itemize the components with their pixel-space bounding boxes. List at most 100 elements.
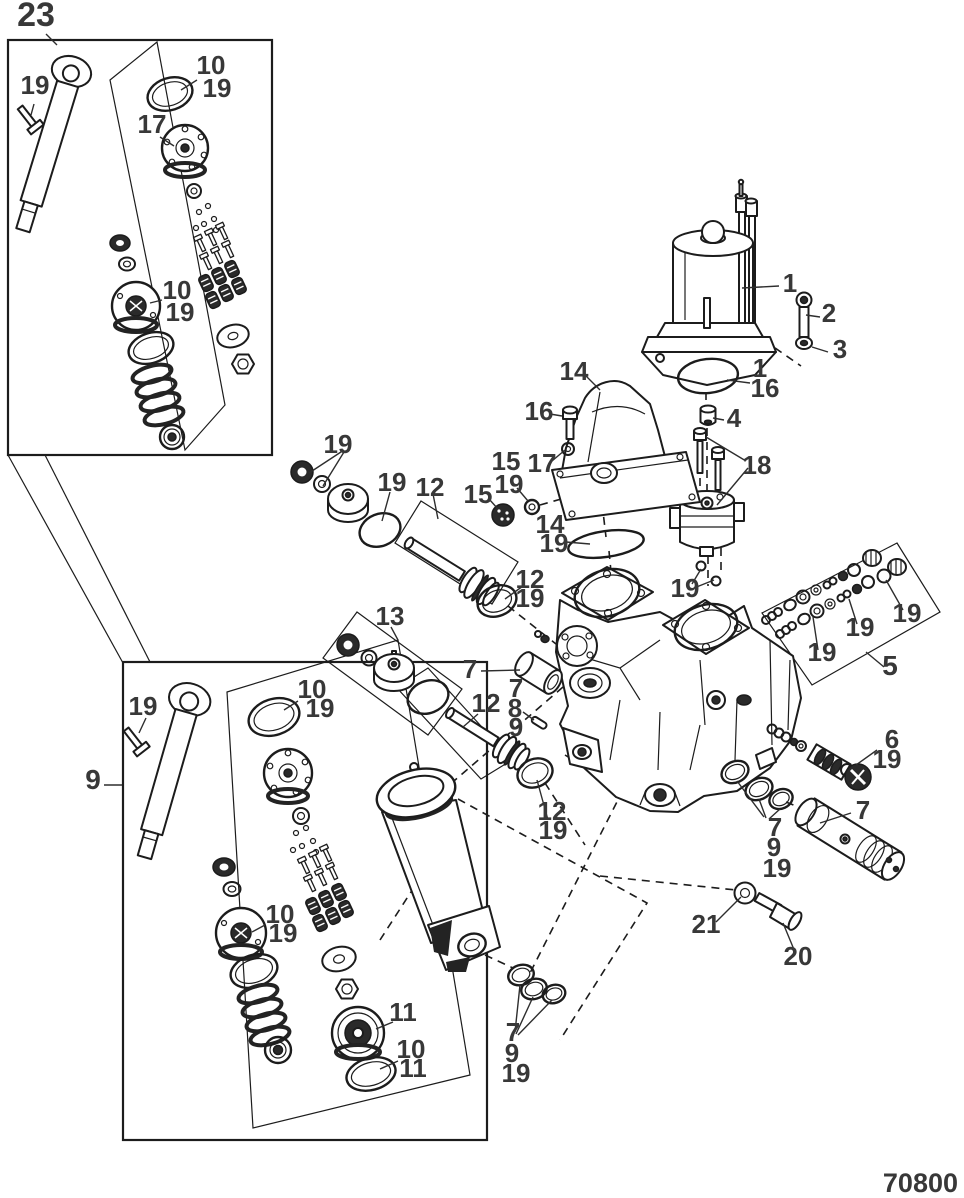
callout-1-7: 1	[783, 268, 797, 298]
callout-7-33: 7	[463, 654, 477, 684]
detail-box-23	[6, 38, 274, 457]
relief-valve-parts-5	[761, 549, 907, 639]
callout-19-23: 19	[378, 467, 407, 497]
callout-15-19: 15	[464, 479, 493, 509]
seal-19-upper	[290, 460, 314, 484]
callout-leader-lines	[30, 33, 904, 1070]
callout-19-29: 19	[846, 612, 875, 642]
pin-8-9	[530, 715, 548, 730]
washer-nut-b9	[321, 945, 359, 1000]
o-ring-10-19-b9	[247, 696, 301, 738]
detail-box-5	[761, 542, 941, 686]
callout-16-15: 16	[525, 396, 554, 426]
callout-11-56: 11	[399, 1053, 427, 1083]
reservoir-cover-14	[551, 380, 701, 521]
callout-9-58: 9	[505, 1038, 519, 1068]
spring-seat-23	[158, 423, 186, 451]
o-ring-14-19	[567, 528, 645, 560]
callout-19-18: 19	[495, 469, 524, 499]
callout-9-36: 9	[509, 712, 523, 742]
callout-4-12: 4	[727, 403, 742, 433]
cylinder-plug-7	[794, 797, 906, 881]
piston-rod-9	[136, 682, 212, 861]
piston-cap-10-23	[110, 280, 162, 334]
callout-6-40: 6	[885, 724, 899, 754]
o-rings-7-9-19-bottom	[507, 963, 567, 1005]
callout-19-28: 19	[808, 637, 837, 667]
callout-8-35: 8	[508, 693, 522, 723]
valve-springs-23	[196, 258, 249, 311]
callout-labels: 2319101917101912311641814161715191514191…	[17, 0, 921, 1088]
callout-9-48: 9	[85, 764, 101, 795]
coupler-4	[699, 404, 717, 426]
ring-19-upper	[313, 475, 331, 493]
callout-7-42: 7	[856, 795, 870, 825]
callout-1-10: 1	[753, 353, 767, 383]
piston-head-17-b9	[262, 747, 314, 805]
callout-19-1: 19	[21, 70, 50, 100]
bolt-19-top	[16, 104, 45, 136]
detail-box-12-upper	[394, 500, 519, 605]
callout-19-21: 19	[540, 528, 569, 558]
small-oring-23	[186, 183, 202, 199]
callout-9-44: 9	[767, 832, 781, 862]
spring-b9	[236, 982, 292, 1048]
o-rings-7-9-19-right	[720, 759, 794, 811]
plunger-12-lower	[445, 707, 531, 771]
callout-5-31: 5	[882, 650, 898, 681]
manifold-body	[534, 566, 802, 813]
o-ring-12-19-lower	[516, 757, 554, 789]
callout-12-38: 12	[538, 796, 567, 826]
callout-12-25: 12	[516, 564, 545, 594]
callout-7-57: 7	[506, 1017, 520, 1047]
seal-13	[336, 633, 360, 657]
o-ring-19-upper	[358, 512, 402, 548]
manual-release-valve-6	[766, 723, 872, 791]
callout-16-11: 16	[751, 373, 780, 403]
callout-19-30: 19	[893, 598, 922, 628]
callout-7-34: 7	[509, 673, 523, 703]
callout-15-17: 15	[492, 446, 521, 476]
spring-23	[130, 362, 186, 428]
end-cap-11	[330, 1005, 386, 1061]
piston-head-17-top	[160, 123, 210, 179]
callout-17-16: 17	[528, 448, 557, 478]
callout-13-32: 13	[376, 601, 405, 631]
plunger-12-upper	[403, 536, 500, 607]
bolt-20	[753, 892, 803, 931]
o-ring-13	[406, 679, 450, 715]
callout-10-52: 10	[266, 899, 295, 929]
callout-19-27: 19	[671, 573, 700, 603]
callout-19-49: 19	[129, 691, 158, 721]
ring-15-19	[523, 498, 541, 516]
callout-19-26: 19	[516, 583, 545, 613]
rod-washers-23	[109, 234, 136, 272]
callout-19-45: 19	[763, 853, 792, 883]
callout-10-55: 10	[397, 1034, 426, 1064]
trim-cylinder	[375, 762, 501, 972]
callout-19-6: 19	[166, 297, 195, 327]
callout-10-50: 10	[298, 674, 327, 704]
callout-17-4: 17	[138, 109, 167, 139]
valve-cap-13	[373, 650, 415, 692]
callout-7-43: 7	[768, 812, 782, 842]
bolt-19-bottom	[122, 726, 151, 758]
washer-17-mid	[561, 442, 575, 456]
piston-cap-10-b9	[214, 906, 268, 961]
callout-11-54: 11	[389, 997, 417, 1027]
callout-3-9: 3	[833, 334, 847, 364]
callout-19-39: 19	[539, 815, 568, 845]
o-ring-19-23	[127, 330, 175, 366]
trim-pump-motor	[641, 178, 777, 386]
rod-washers-9	[212, 857, 242, 897]
fill-screw-16	[562, 405, 578, 440]
callout-14-20: 14	[536, 509, 565, 539]
callout-19-59: 19	[502, 1058, 531, 1088]
callout-12-37: 12	[472, 688, 501, 718]
piston-rod-23	[15, 54, 93, 234]
callout-14-14: 14	[560, 356, 589, 386]
callout-10-2: 10	[197, 50, 226, 80]
check-balls-23	[192, 202, 220, 234]
